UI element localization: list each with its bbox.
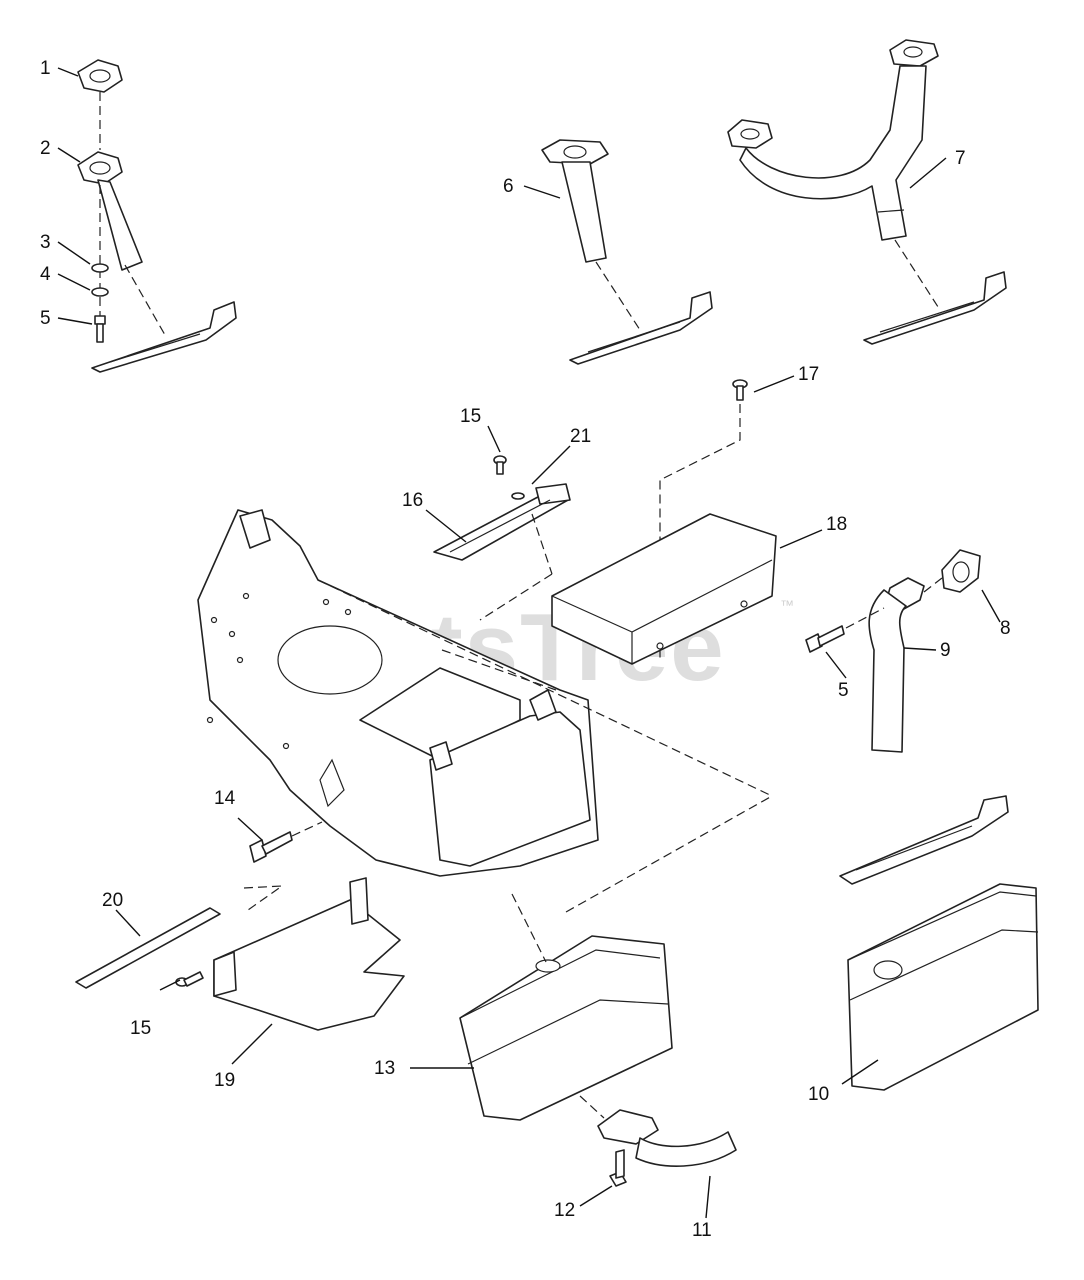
gasket-part-8: [941, 549, 981, 593]
insulation-strip-part-20: [75, 907, 221, 989]
lower-shield-part-19: [213, 877, 405, 1031]
heat-shield-part-18: [551, 513, 777, 665]
callout-19: 19: [214, 1070, 235, 1091]
washer-part-3: [91, 263, 109, 273]
bolt-part-14: [249, 831, 293, 863]
exhaust-bracket-middle: [569, 291, 713, 365]
bolt-part-15-lower: [175, 971, 204, 987]
exhaust-bracket-lower-right: [839, 795, 1009, 885]
callout-17: 17: [798, 364, 819, 385]
callout-2: 2: [40, 138, 51, 159]
callout-13: 13: [374, 1058, 395, 1079]
lock-washer-part-4: [91, 287, 109, 297]
callout-9: 9: [940, 640, 951, 661]
screw-part-12: [609, 1149, 627, 1187]
bolt-part-15-upper: [493, 455, 507, 475]
y-exhaust-pipe-part-7: [727, 39, 939, 241]
exhaust-bracket-right: [863, 271, 1007, 345]
exhaust-elbow-part-9: [868, 577, 925, 753]
callout-15-lower: 15: [130, 1018, 151, 1039]
callout-5-left: 5: [40, 308, 51, 329]
watermark-trademark: ™: [780, 597, 794, 613]
exhaust-gasket-part-1: [77, 59, 123, 93]
washer-part-21: [511, 492, 525, 500]
exhaust-bracket-left: [91, 301, 237, 373]
exhaust-pipe-part-6: [541, 139, 609, 263]
callout-4: 4: [40, 264, 51, 285]
callout-15-upper: 15: [460, 406, 481, 427]
bolt-part-5: [94, 315, 106, 343]
mounting-bracket-part-16: [433, 483, 571, 561]
screw-part-17: [732, 379, 748, 401]
callout-11: 11: [692, 1220, 712, 1241]
callout-16: 16: [402, 490, 423, 511]
callout-5-right: 5: [838, 680, 849, 701]
callout-3: 3: [40, 232, 51, 253]
bolt-part-5-right: [805, 625, 845, 653]
callout-12: 12: [554, 1200, 575, 1221]
leader-lines: [57, 67, 1001, 1219]
callout-21: 21: [570, 426, 591, 447]
callout-1: 1: [40, 58, 51, 79]
exhaust-pipe-part-2: [77, 151, 143, 271]
tailpipe-part-11: [597, 1109, 737, 1167]
callout-6: 6: [503, 176, 514, 197]
callout-7: 7: [955, 148, 966, 169]
callout-20: 20: [102, 890, 123, 911]
muffler-part-13: [459, 935, 673, 1121]
engine-frame: [197, 509, 599, 877]
callout-8: 8: [1000, 618, 1011, 639]
callout-14: 14: [214, 788, 236, 809]
callout-10: 10: [808, 1084, 829, 1105]
muffler-part-10: [847, 883, 1039, 1091]
callout-18: 18: [826, 514, 847, 535]
